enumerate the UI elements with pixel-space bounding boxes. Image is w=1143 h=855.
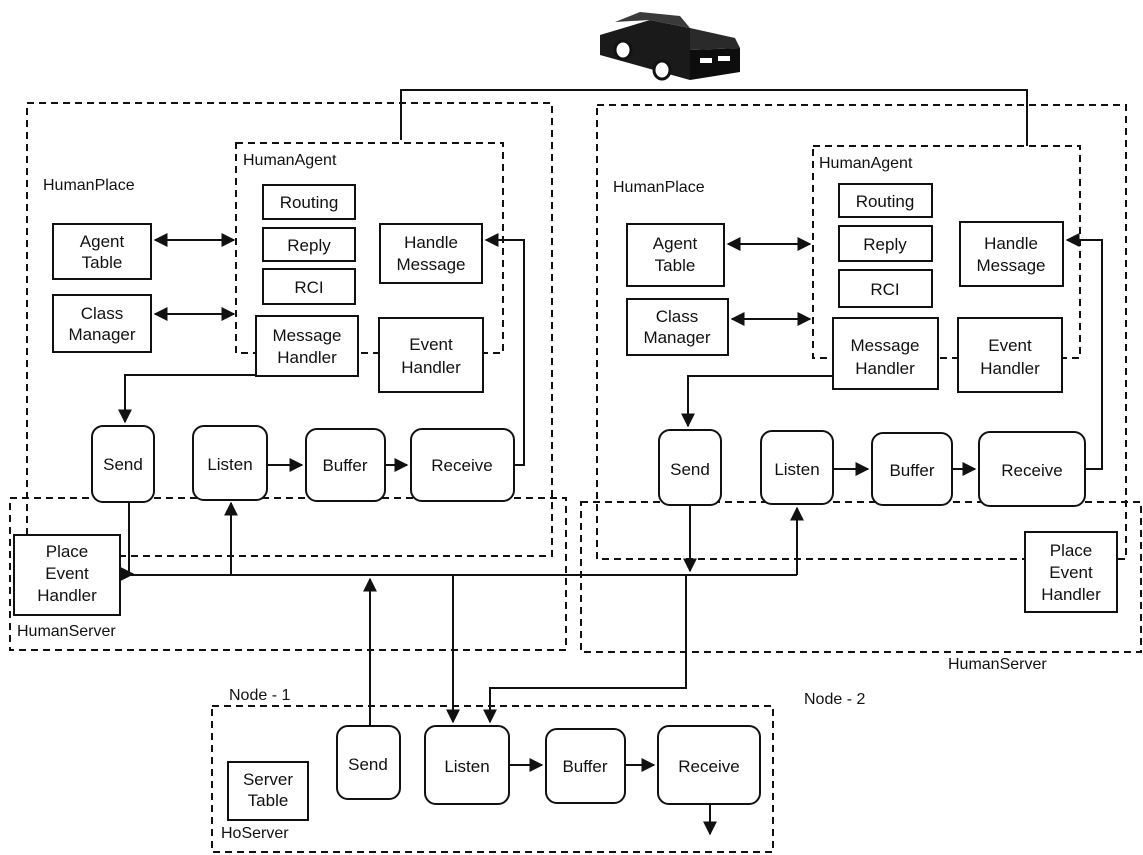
handle-message-line-2: Message — [397, 255, 466, 274]
place-event-handler-line-2b: Event — [1049, 563, 1093, 582]
agent-table-line-2b: Table — [655, 256, 696, 275]
place-event-handler-line-2: Event — [45, 564, 89, 583]
agent-table-2[interactable] — [626, 223, 725, 287]
listen-label-1: Listen — [207, 455, 252, 474]
receive-label-2: Receive — [1001, 461, 1062, 480]
humanagent-boundary-2 — [812, 145, 1081, 359]
reply-label-2: Reply — [863, 235, 907, 254]
humanagent-label-2: HumanAgent — [819, 155, 913, 172]
humanplace-label-1: HumanPlace — [43, 177, 135, 194]
humanagent-boundary-1 — [235, 142, 504, 354]
car-icon — [600, 12, 740, 81]
server-table-line-2: Table — [248, 791, 289, 810]
event-handler-line-2: Handler — [401, 358, 461, 377]
agent-table-line-1: Agent — [80, 232, 125, 251]
place-event-handler-line-3b: Handler — [1041, 585, 1101, 604]
hoserver-label: HoServer — [221, 825, 289, 842]
class-manager-1[interactable] — [52, 294, 152, 353]
node-1: HumanPlace HumanAgent Agent Table Class … — [9, 102, 567, 704]
handle-message-line-2b: Message — [977, 256, 1046, 275]
buffer-label-1: Buffer — [322, 456, 367, 475]
msg-to-send-arrow-1 — [118, 374, 256, 424]
buffer-label-2: Buffer — [889, 461, 934, 480]
send-to-bus-arrow-1 — [120, 502, 135, 581]
class-manager-2[interactable] — [626, 298, 729, 356]
humanserver-label-2: HumanServer — [948, 656, 1047, 673]
event-handler-line-1b: Event — [988, 336, 1032, 355]
message-handler-1[interactable] — [255, 315, 359, 377]
listen-label-ho: Listen — [444, 757, 489, 776]
node-caption-1: Node - 1 — [229, 687, 290, 704]
humanserver-boundary-2 — [580, 501, 1142, 653]
routing-box-2[interactable] — [838, 183, 933, 218]
class-manager-line-2: Manager — [68, 325, 135, 344]
listen-box-1[interactable] — [192, 425, 268, 501]
server-table-line-1: Server — [243, 770, 293, 789]
reply-box-2[interactable] — [838, 225, 933, 262]
reply-box-1[interactable] — [262, 227, 356, 262]
reply-label-1: Reply — [287, 236, 331, 255]
event-handler-2[interactable] — [957, 317, 1063, 393]
class-manager-line-1: Class — [81, 304, 124, 323]
place-event-handler-2[interactable] — [1024, 531, 1118, 613]
node-2: HumanPlace HumanAgent Agent Table Class … — [580, 104, 1142, 708]
routing-label-2: Routing — [856, 192, 915, 211]
class-manager-line-1b: Class — [656, 307, 699, 326]
receive-to-handle-arrow-1 — [484, 233, 525, 466]
send-box-1[interactable] — [91, 425, 155, 503]
place-event-handler-line-1b: Place — [1050, 541, 1093, 560]
send-label-ho: Send — [348, 755, 388, 774]
receive-label-ho: Receive — [678, 757, 739, 776]
receive-label-1: Receive — [431, 456, 492, 475]
handle-message-2[interactable] — [959, 221, 1064, 287]
rci-box-2[interactable] — [838, 269, 933, 308]
node2-to-ho-listen-arrow — [483, 575, 687, 724]
agent-table-line-2: Table — [82, 253, 123, 272]
handle-message-line-1b: Handle — [984, 234, 1038, 253]
msg-to-send-arrow-2 — [681, 375, 833, 428]
rci-box-1[interactable] — [262, 268, 356, 305]
humanplace-boundary-2 — [596, 104, 1127, 560]
humanplace-label-2: HumanPlace — [613, 179, 705, 196]
handle-message-line-1: Handle — [404, 233, 458, 252]
rci-label-2: RCI — [870, 280, 899, 299]
message-handler-line-1: Message — [273, 326, 342, 345]
buffer-label-ho: Buffer — [562, 757, 607, 776]
place-event-handler-1[interactable] — [13, 534, 121, 616]
message-handler-line-2b: Handler — [855, 359, 915, 378]
event-handler-line-1: Event — [409, 335, 453, 354]
send-label-1: Send — [103, 455, 143, 474]
event-handler-line-2b: Handler — [980, 359, 1040, 378]
hoserver: HoServer Server Table Send Listen Buffer… — [211, 705, 774, 853]
humanserver-boundary-1 — [9, 497, 567, 651]
humanagent-label-1: HumanAgent — [243, 152, 337, 169]
listen-label-2: Listen — [774, 460, 819, 479]
agent-table-line-1b: Agent — [653, 234, 698, 253]
send-label-2: Send — [670, 460, 710, 479]
humanplace-boundary-1 — [26, 102, 553, 557]
routing-box-1[interactable] — [262, 184, 356, 220]
message-handler-line-1b: Message — [851, 336, 920, 355]
message-handler-line-2: Handler — [277, 348, 337, 367]
send-box-ho[interactable] — [336, 725, 401, 800]
handle-message-1[interactable] — [379, 223, 483, 284]
hoserver-boundary — [211, 705, 774, 853]
receive-to-handle-arrow-2 — [1065, 233, 1103, 470]
rci-label-1: RCI — [294, 278, 323, 297]
server-table[interactable] — [227, 761, 309, 821]
listen-box-2[interactable] — [760, 430, 834, 505]
agent-table-1[interactable] — [52, 223, 152, 280]
place-event-handler-line-1: Place — [46, 542, 89, 561]
humanserver-label-1: HumanServer — [17, 623, 116, 640]
event-handler-1[interactable] — [378, 317, 484, 393]
routing-label-1: Routing — [280, 193, 339, 212]
vehicle-link — [400, 89, 1028, 146]
place-event-handler-line-3: Handler — [37, 586, 97, 605]
message-handler-2[interactable] — [832, 317, 939, 390]
class-manager-line-2b: Manager — [643, 328, 710, 347]
node-caption-2: Node - 2 — [804, 691, 865, 708]
